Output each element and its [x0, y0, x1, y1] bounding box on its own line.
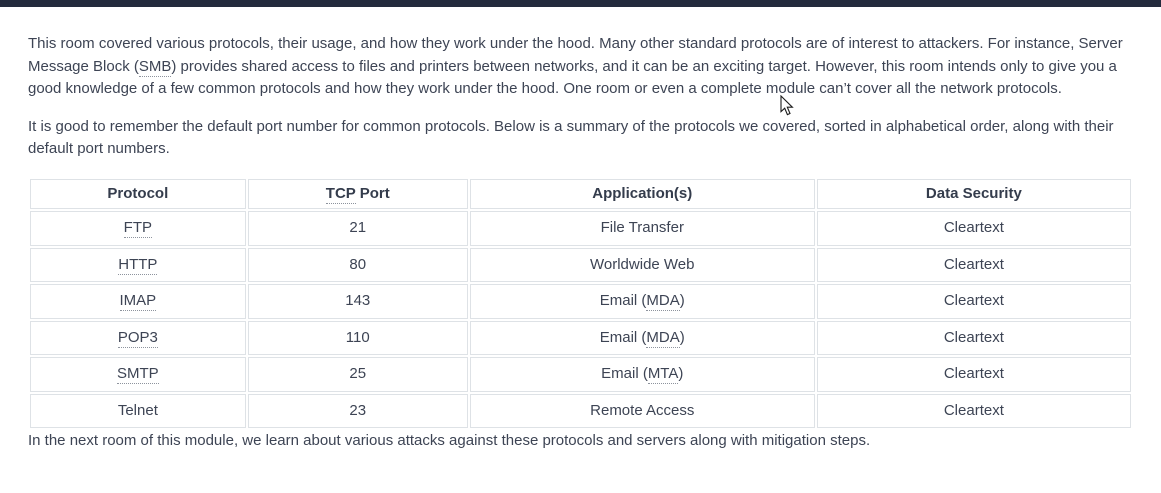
table-header-row: Protocol TCP Port Application(s) Data Secur…	[30, 178, 1131, 209]
abbr-http: HTTP	[118, 255, 158, 275]
text-segment: Protocol	[107, 184, 169, 202]
text-segment: Email (	[599, 328, 647, 346]
text-segment: 21	[349, 219, 367, 236]
text-segment: Cleartext	[943, 219, 1004, 236]
abbr-tcp: TCP	[325, 184, 356, 204]
text-segment: 143	[345, 292, 371, 309]
abbr-mda: MDA	[646, 292, 680, 311]
table-row: IMAP 143 Email (MDA) Cleartext	[30, 284, 1131, 319]
text-segment: This room covered various protocols, the…	[28, 35, 1123, 75]
text-segment: Remote Access	[590, 401, 695, 419]
text-segment: 80	[349, 255, 367, 273]
abbr-pop3: POP3	[117, 328, 158, 348]
protocol-summary-table: Protocol TCP Port Application(s) Data Secur…	[28, 177, 1133, 431]
table-cell: Cleartext	[816, 247, 1131, 282]
table-row: SMTP 25 Email (MTA) Cleartext	[30, 357, 1131, 392]
text-segment: Cleartext	[943, 328, 1004, 346]
abbr-smtp: SMTP	[117, 365, 159, 384]
text-segment: Cleartext	[943, 401, 1004, 419]
text-segment: )	[679, 292, 685, 309]
abbr-mta: MTA	[647, 365, 679, 384]
table-cell: 143	[247, 284, 468, 319]
table-cell: File Transfer	[469, 211, 815, 246]
table-cell: Cleartext	[816, 284, 1131, 319]
text-segment: Telnet	[117, 401, 158, 419]
table-header-cell: Protocol	[30, 178, 246, 209]
table-header-cell: Data Security	[816, 178, 1131, 209]
text-segment: Cleartext	[943, 255, 1004, 273]
table-cell: FTP	[30, 211, 246, 246]
table-cell: 23	[247, 393, 468, 428]
text-segment: Port	[355, 184, 390, 202]
table-cell: Cleartext	[816, 357, 1131, 392]
abbr-mda: MDA	[646, 328, 680, 348]
abbr-smb: SMB	[138, 57, 172, 77]
text-segment: File Transfer	[600, 219, 684, 236]
table-cell: IMAP	[30, 284, 246, 319]
text-segment: 23	[349, 401, 367, 419]
text-segment: )	[679, 328, 685, 346]
text-segment: Cleartext	[943, 292, 1004, 309]
table-cell: 25	[247, 357, 468, 392]
table-cell: HTTP	[30, 247, 246, 282]
text-segment: ) provides shared access to files and pr…	[28, 57, 1117, 98]
table-cell: SMTP	[30, 357, 246, 392]
text-segment: 25	[349, 365, 367, 382]
table-cell: POP3	[30, 320, 246, 355]
text-segment: Cleartext	[943, 365, 1004, 382]
text-segment: Worldwide Web	[590, 255, 695, 273]
table-cell: Email (MTA)	[469, 357, 815, 392]
table-cell: 80	[247, 247, 468, 282]
table-row: POP3 110 Email (MDA) Cleartext	[30, 320, 1131, 355]
text-segment: 110	[345, 328, 370, 346]
table-cell: Cleartext	[816, 211, 1131, 246]
table-cell: Telnet	[30, 393, 246, 428]
text-segment: Email (	[601, 365, 648, 382]
table-row: HTTP 80 Worldwide Web Cleartext	[30, 247, 1131, 282]
text-segment: Application(s)	[592, 184, 693, 202]
table-header-cell: Application(s)	[469, 178, 815, 209]
table-cell: Cleartext	[816, 320, 1131, 355]
table-cell: 21	[247, 211, 468, 246]
intro-paragraph: This room covered various protocols, the…	[28, 33, 1133, 101]
table-header-cell: TCP Port	[247, 178, 468, 209]
top-bar	[0, 0, 1161, 7]
text-segment: In the next room of this module, we lear…	[28, 432, 871, 449]
abbr-ftp: FTP	[123, 219, 153, 238]
text-segment: Email (	[599, 292, 647, 309]
protocol-table-header: Protocol TCP Port Application(s) Data Secur…	[30, 178, 1131, 209]
table-cell: Worldwide Web	[469, 247, 815, 282]
table-cell: Email (MDA)	[469, 284, 815, 319]
text-segment: )	[678, 365, 684, 382]
port-summary-paragraph: It is good to remember the default port …	[28, 116, 1133, 161]
table-cell: Cleartext	[816, 393, 1131, 428]
text-segment: It is good to remember the default port …	[28, 117, 1114, 158]
abbr-imap: IMAP	[119, 292, 157, 311]
closing-paragraph: In the next room of this module, we lear…	[28, 430, 1133, 453]
table-row: Telnet 23 Remote Access Cleartext	[30, 393, 1131, 428]
text-segment: Data Security	[925, 184, 1022, 202]
table-cell: Email (MDA)	[469, 320, 815, 355]
table-cell: 110	[247, 320, 468, 355]
table-cell: Remote Access	[469, 393, 815, 428]
table-row: FTP 21 File Transfer Cleartext	[30, 211, 1131, 246]
room-content-area: This room covered various protocols, the…	[0, 7, 1161, 453]
